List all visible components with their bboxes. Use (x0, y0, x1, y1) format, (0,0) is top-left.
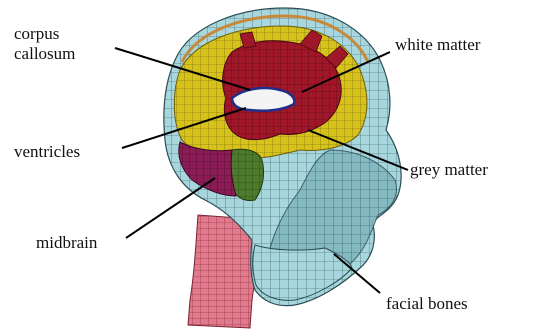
label-grey-matter: grey matter (410, 160, 488, 180)
label-corpus-callosum-line1: corpus (14, 24, 75, 44)
label-midbrain: midbrain (36, 233, 97, 253)
label-corpus-callosum: corpus callosum (14, 24, 75, 64)
ventricles-region (232, 88, 294, 111)
label-corpus-callosum-line2: callosum (14, 44, 75, 64)
label-ventricles: ventricles (14, 142, 80, 162)
label-facial-bones: facial bones (386, 294, 468, 314)
label-white-matter: white matter (395, 35, 480, 55)
